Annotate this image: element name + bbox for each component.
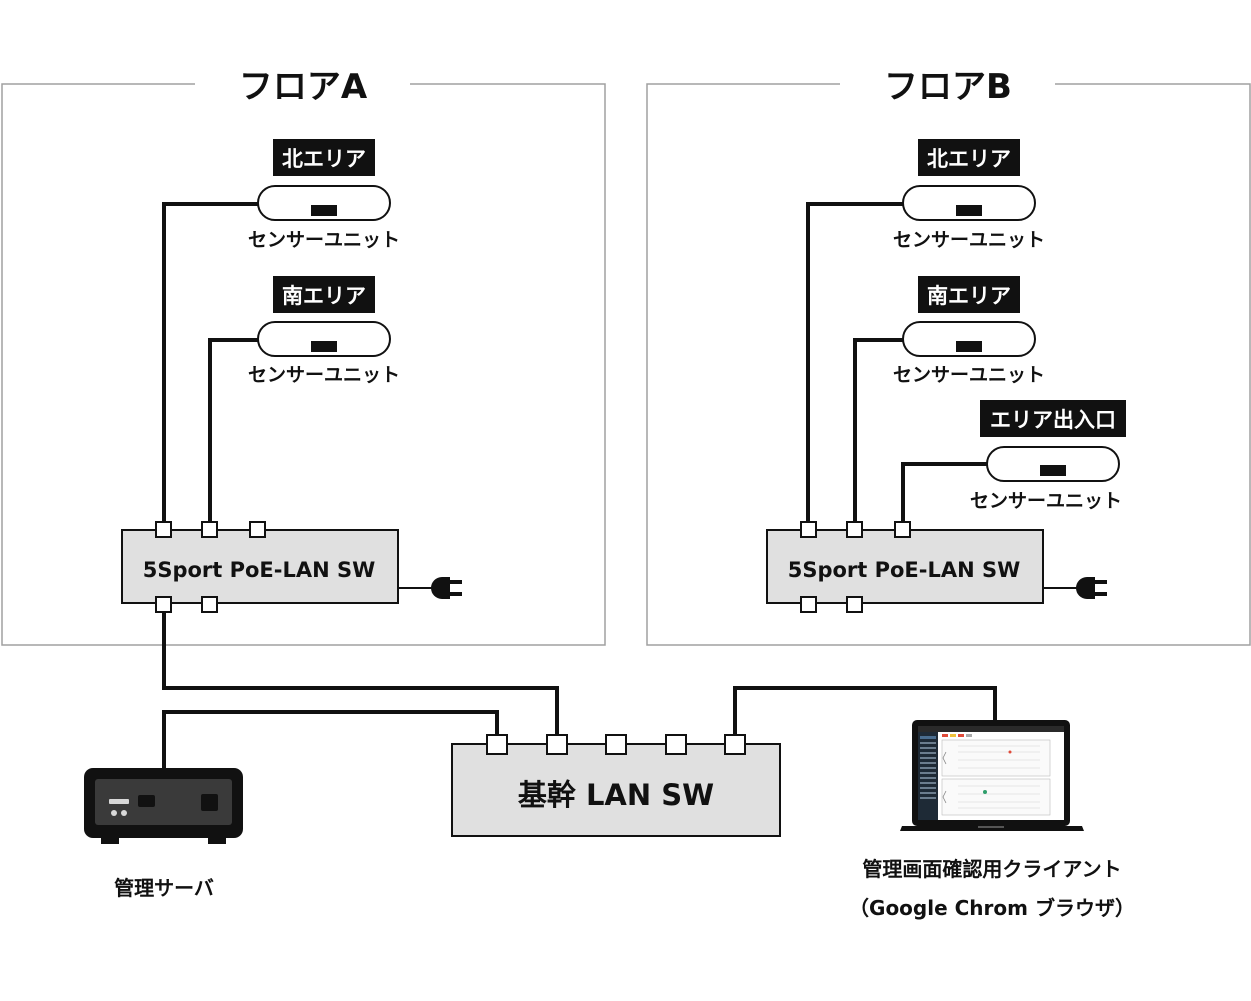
floor-b-switch-label: 5Sport PoE-LAN SW <box>788 558 1021 582</box>
port-icon <box>800 596 817 613</box>
floor-b-north-sensor-unit <box>902 185 1036 221</box>
floor-a-uplink-cable <box>162 612 559 734</box>
floor-b-cable-north <box>806 202 905 522</box>
floor-a-north-area-label: 北エリア <box>282 147 366 171</box>
client-cable <box>733 686 997 734</box>
floor-a-north-label-bg <box>273 139 375 176</box>
floor-a-switch-label: 5Sport PoE-LAN SW <box>143 558 376 582</box>
sensor-indicator-icon <box>1040 465 1066 476</box>
port-icon <box>846 521 863 538</box>
floor-b-entrance-label-bg <box>980 400 1126 437</box>
floor-b-north-unit-label: センサーユニット <box>893 229 1045 251</box>
core-switch-group: 基幹 LAN SW <box>451 734 781 837</box>
floor-b-group: フロアB 北エリア センサーユニット 南エリア センサーユニット エリア出入口 … <box>646 67 1251 646</box>
floor-b-south-sensor-unit <box>902 321 1036 357</box>
floor-a-south-sensor-unit <box>257 321 391 357</box>
floor-b-frame <box>646 83 1251 646</box>
port-icon <box>546 734 568 755</box>
power-plug-icon <box>1043 577 1107 599</box>
sensor-indicator-icon <box>956 205 982 216</box>
port-icon <box>665 734 687 755</box>
core-switch-label: 基幹 LAN SW <box>518 778 714 812</box>
floor-b-entrance-unit-label: センサーユニット <box>970 490 1122 512</box>
floor-b-cable-south <box>853 338 905 522</box>
floor-a-south-label-bg <box>273 276 375 313</box>
floor-b-entrance-sensor-unit <box>986 446 1120 482</box>
port-icon <box>894 521 911 538</box>
port-icon <box>605 734 627 755</box>
port-icon <box>846 596 863 613</box>
floor-b-north-label-bg <box>918 139 1020 176</box>
floor-b-south-unit-label: センサーユニット <box>893 364 1045 386</box>
floor-a-south-area-label: 南エリア <box>282 284 366 308</box>
port-icon <box>249 521 266 538</box>
sensor-indicator-icon <box>311 205 337 216</box>
floor-b-title: フロアB <box>884 67 1012 107</box>
power-plug-icon <box>398 577 462 599</box>
core-lan-switch <box>451 743 781 837</box>
floor-a-title: フロアA <box>239 67 368 107</box>
client-label-line1: 管理画面確認用クライアント <box>862 857 1121 881</box>
floor-b-cable-entrance <box>901 462 988 522</box>
floor-b-poe-switch <box>766 529 1044 604</box>
port-icon <box>201 521 218 538</box>
sensor-indicator-icon <box>956 341 982 352</box>
client-label-line2: （Google Chrom ブラウザ） <box>849 896 1135 920</box>
laptop-icon <box>900 720 1084 831</box>
floor-b-south-area-label: 南エリア <box>927 284 1011 308</box>
port-icon <box>724 734 746 755</box>
server-icon <box>84 768 243 844</box>
floor-a-north-unit-label: センサーユニット <box>248 229 400 251</box>
floor-a-cable-north <box>162 202 260 522</box>
sensor-indicator-icon <box>311 341 337 352</box>
floor-a-south-unit-label: センサーユニット <box>248 364 400 386</box>
floor-a-north-sensor-unit <box>257 185 391 221</box>
server-label: 管理サーバ <box>114 876 214 900</box>
floor-b-south-label-bg <box>918 276 1020 313</box>
port-icon <box>486 734 508 755</box>
port-icon <box>201 596 218 613</box>
floor-b-north-area-label: 北エリア <box>927 147 1011 171</box>
floor-a-poe-switch <box>121 529 399 604</box>
floor-b-entrance-area-label: エリア出入口 <box>990 408 1116 432</box>
port-icon <box>155 596 172 613</box>
port-icon <box>800 521 817 538</box>
floor-a-group: フロアA 北エリア センサーユニット 南エリア センサーユニット 5Sport … <box>1 67 606 646</box>
port-icon <box>155 521 172 538</box>
floor-a-cable-south <box>208 338 260 522</box>
server-cable <box>162 710 499 770</box>
floor-a-frame <box>1 83 606 646</box>
